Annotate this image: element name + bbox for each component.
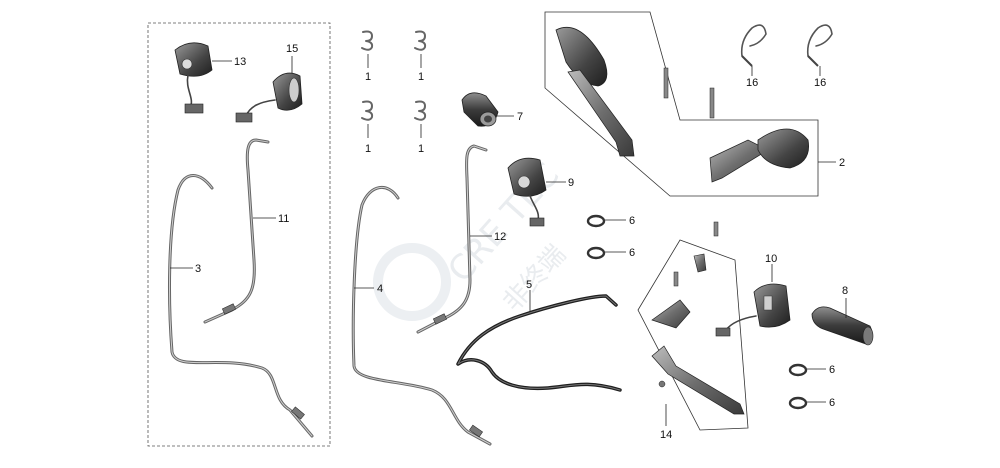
callout-9: 9 <box>568 177 574 189</box>
callout-1a: 1 <box>365 71 371 83</box>
part-11-cable <box>203 138 270 324</box>
callout-4: 4 <box>377 283 383 295</box>
callout-6a: 6 <box>629 215 635 227</box>
callout-11: 11 <box>278 213 289 225</box>
part-2-mirrors <box>555 26 809 183</box>
watermark-logo <box>373 243 451 321</box>
callout-6b: 6 <box>629 247 635 259</box>
callout-15: 15 <box>286 43 298 55</box>
callout-1b: 1 <box>418 71 424 83</box>
mirror-group-box <box>544 11 819 197</box>
part-3-cable <box>168 174 314 438</box>
callout-5: 5 <box>526 279 532 291</box>
callout-6c: 6 <box>829 364 835 376</box>
part-4-cable <box>351 186 492 446</box>
callout-7: 7 <box>517 111 523 123</box>
lever-group-box <box>637 239 749 431</box>
part-6-clamps <box>586 214 808 410</box>
callout-1d: 1 <box>418 143 424 155</box>
callout-10: 10 <box>765 253 777 265</box>
part-12-cable <box>416 144 488 334</box>
callout-8: 8 <box>842 285 848 297</box>
part-5-cable-black <box>456 294 622 392</box>
dashed-group-box <box>147 22 331 447</box>
part-8-grip <box>811 306 874 346</box>
part-15-right-switch <box>235 72 303 123</box>
callout-14: 14 <box>660 429 672 441</box>
callout-12: 12 <box>494 231 506 243</box>
part-1-hooks <box>361 30 427 121</box>
callout-16b: 16 <box>814 77 826 89</box>
part-13-left-switch <box>174 42 213 114</box>
part-7-grip <box>461 92 499 127</box>
callout-3: 3 <box>195 263 201 275</box>
callout-13: 13 <box>234 56 246 68</box>
part-14-lever-assembly <box>651 221 745 415</box>
callout-2: 2 <box>839 157 845 169</box>
callout-16a: 16 <box>746 77 758 89</box>
callout-1c: 1 <box>365 143 371 155</box>
part-10-right-switch <box>715 283 791 337</box>
part-9-throttle-switch <box>507 157 547 227</box>
callout-6d: 6 <box>829 397 835 409</box>
part-16-cable-ties <box>740 24 833 67</box>
